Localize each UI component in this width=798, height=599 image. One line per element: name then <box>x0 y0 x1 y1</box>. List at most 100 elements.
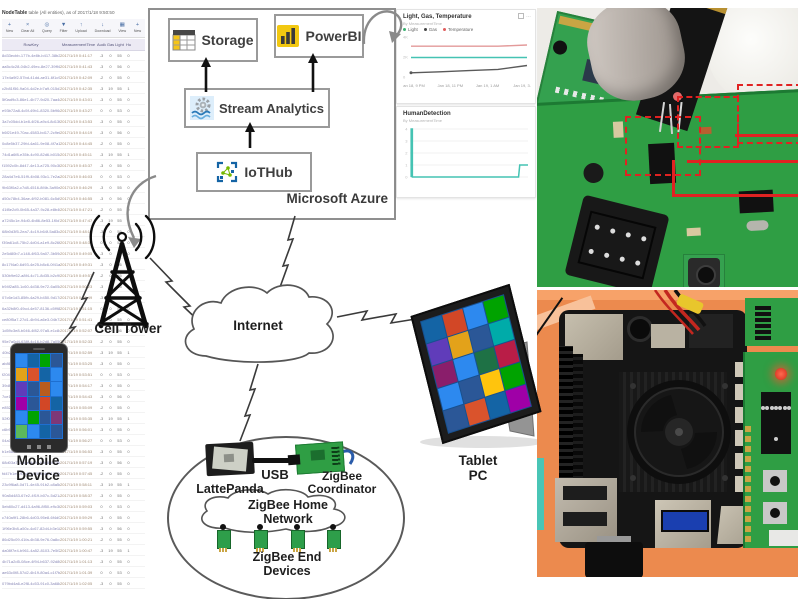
powerbi-icon <box>277 25 300 47</box>
zigbee-end-device <box>253 524 268 552</box>
azure-region-label: Microsoft Azure <box>286 191 388 206</box>
legend-item: Gas <box>423 27 437 32</box>
microsd-slot <box>651 324 685 348</box>
screen-tile <box>51 382 62 396</box>
chart-subtitle: By MeasurementTime <box>403 118 442 123</box>
svg-text:0: 0 <box>405 175 408 180</box>
annotation-line <box>672 160 675 196</box>
screen-tile <box>51 410 62 424</box>
screen-tile <box>39 410 51 424</box>
toolbar-button: +New <box>5 21 14 33</box>
screen-tile <box>39 424 51 438</box>
table-row: 9b63f0a2-c7d8-4516-8f4b-3a90e16c7d252017… <box>2 182 145 193</box>
lattepanda-thumb <box>205 441 255 477</box>
table-row: ae63c0f8-57d2-4b19-80a4-c1f7b3d9e6252017… <box>2 567 145 578</box>
table-row: 86d25c09-41fa-4b38-9e76-0a8c4d1e5f932017… <box>2 534 145 545</box>
toolbar-button: +New <box>133 21 142 33</box>
screen-tile <box>16 396 27 410</box>
svg-text:Jan 18, 9 PM: Jan 18, 9 PM <box>403 83 425 88</box>
zigbee-end-device <box>216 524 231 552</box>
powerbi-label: PowerBI <box>305 28 362 44</box>
annotation-line <box>672 194 798 197</box>
table-row: 3a7c05dd-b1e8-4f26-a9c4-8d13f7b5e9022017… <box>2 116 145 127</box>
table-name: NodeTable <box>2 10 28 16</box>
table-row: f1592c0b-8d47-4e13-a725-90c3b6d8e1f42017… <box>2 160 145 171</box>
screen-tile <box>39 382 51 396</box>
screen-tile <box>16 382 27 396</box>
zigbee-end-device <box>326 524 341 552</box>
photo-sensor-board <box>537 8 798 287</box>
powerbi-node: PowerBI <box>274 14 364 58</box>
internet-label: Internet <box>233 318 283 333</box>
screen-tile <box>16 368 27 382</box>
svg-text:2K: 2K <box>403 55 408 60</box>
lattepanda-label: LattePanda <box>196 482 264 496</box>
toolbar-button: ▦View <box>118 21 127 33</box>
phone-screen <box>15 353 63 439</box>
svg-text:2: 2 <box>405 151 408 156</box>
column-header: Light <box>115 42 124 47</box>
screen-tile <box>27 396 39 410</box>
svg-text:Jan 19, 1 AM: Jan 19, 1 AM <box>476 83 499 88</box>
hdmi-cable <box>585 542 643 577</box>
svg-text:4K: 4K <box>403 35 408 40</box>
table-row: 90a5d483-67e2-4f19-b07c-5d21a8f6c3e92017… <box>2 490 145 501</box>
storage-icon <box>172 30 196 51</box>
table-row: 1f96e3b8-a50c-4c67-82d4-b3e18f75d0a22017… <box>2 523 145 534</box>
gpio-header <box>573 354 583 490</box>
usb3-port <box>655 500 711 548</box>
table-row: c740a9f1-28b6-4d03-95e8-6f4d0a29c7b52017… <box>2 512 145 523</box>
column-header: MeasurementTime <box>61 42 96 47</box>
toolbar-button: ×Clear All <box>20 21 35 33</box>
chart-card-icons: … <box>518 13 531 19</box>
screen-tile <box>27 424 39 438</box>
tact-button <box>763 502 787 524</box>
table-row: 74d1a6f8-e35b-4c90-82d6-b015e79a3c482017… <box>2 149 145 160</box>
svg-text:1: 1 <box>405 163 408 168</box>
usb-stack <box>555 478 617 542</box>
svg-text:Jan 18, 11 PM: Jan 18, 11 PM <box>438 83 464 88</box>
table-row: fd47b1e0-93a5-4d28-8c63-17b0d5f4a9262017… <box>2 468 145 479</box>
annotation-line <box>687 160 798 163</box>
table-row: 5eb80c27-d413-4a96-8f50-e9c36b7d14a82017… <box>2 501 145 512</box>
column-header: Gas <box>106 42 115 47</box>
phone-nav-keys <box>11 445 67 449</box>
screen-tile <box>51 354 62 368</box>
teal-strip <box>537 458 544 530</box>
column-header: RowKey <box>23 42 39 47</box>
iothub-node: IoTHub <box>196 152 312 192</box>
status-led <box>775 368 787 380</box>
storage-table-screenshot: NodeTable table (All entities), as of 20… <box>2 10 145 592</box>
usb-cable <box>252 458 298 463</box>
table-row: e93b72a8-4c5f-49b1-8320-5b96d20fe7142017… <box>2 105 145 116</box>
svg-text:4: 4 <box>405 127 408 132</box>
screen-tile <box>39 368 51 382</box>
annotation-box <box>737 84 798 144</box>
phone-speaker <box>33 348 45 350</box>
table-row: 530b9e62-a8f4-4c71-8d35-b2c90f6e1a482017… <box>2 270 145 281</box>
svg-text:Jan 19, 3 AM: Jan 19, 3 AM <box>513 83 531 88</box>
screen-tile <box>27 368 39 382</box>
pir-dome <box>707 8 798 104</box>
screen-tile <box>39 354 51 368</box>
gpio-header <box>559 346 573 498</box>
cell-tower-label: Cell Tower <box>94 321 162 336</box>
table-row: 17e4a9f2-57bd-41dd-ae31-6f1c9b2d4e882017… <box>2 72 145 83</box>
table-row: 0c8e5b37-29fd-4a61-9e08-4f7a1d93c5b62017… <box>2 138 145 149</box>
iothub-icon <box>215 160 240 184</box>
table-row: aa5c4c28-04b2-49ec-8e27-39ff4c9d55b12017… <box>2 61 145 72</box>
screen-tile <box>27 382 39 396</box>
zigbee-board-right <box>743 352 798 548</box>
screen-tile <box>16 424 27 438</box>
screen-tile <box>51 368 62 382</box>
more-icon: … <box>526 13 531 19</box>
cooling-fan <box>627 380 731 484</box>
table-row: 07c6e1d3-85fb-4a29-b450-9d17e2a6c5832017… <box>2 292 145 303</box>
